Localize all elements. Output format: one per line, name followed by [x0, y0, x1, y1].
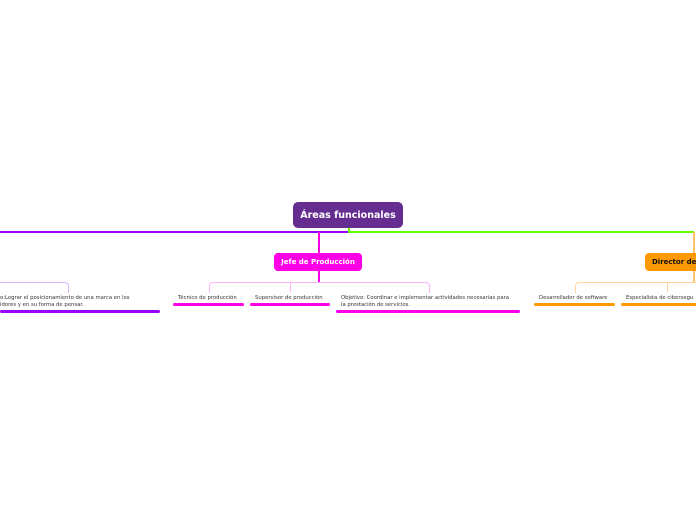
- connector-director: [693, 232, 695, 254]
- leaf-underline: [250, 303, 330, 306]
- leaf-supervisor[interactable]: Supervisor de producción: [255, 295, 323, 301]
- director-bracket-mid: [667, 282, 668, 292]
- connector-jefe-down: [318, 271, 320, 282]
- connector-left: [0, 231, 349, 233]
- connector-root-stub: [348, 228, 350, 232]
- jefe-children-bracket: [209, 282, 430, 293]
- leaf-desarrollador[interactable]: Desarrollador de software: [539, 295, 608, 301]
- jefe-produccion-node[interactable]: Jefe de Producción: [274, 253, 362, 271]
- leaf-text-line: o:Lograr el posicionamiento de una marca…: [0, 295, 130, 301]
- connector-jefe: [318, 232, 320, 253]
- leaf-tecnico[interactable]: Técnico de producción: [178, 295, 237, 301]
- leaf-ciberseguridad[interactable]: Especialista de cibersegu: [626, 295, 694, 301]
- leaf-underline: [173, 303, 244, 306]
- leaf-underline: [621, 303, 696, 306]
- root-node[interactable]: Áreas funcionales: [293, 202, 403, 228]
- director-children-bracket: [575, 282, 696, 293]
- leaf-text-line: idores y en su forma de pensar.: [0, 302, 84, 308]
- leaf-underline: [336, 310, 520, 313]
- jefe-bracket-mid: [290, 282, 291, 292]
- leaf-marketing-objective[interactable]: o:Lograr el posicionamiento de una marca…: [0, 295, 130, 309]
- leaf-text-line: Objetivo: Coordinar e implementar activi…: [341, 295, 509, 301]
- director-node[interactable]: Director de: [645, 253, 696, 271]
- leaf-objetivo-produccion[interactable]: Objetivo: Coordinar e implementar activi…: [341, 295, 509, 309]
- left-children-bracket: [0, 282, 69, 293]
- connector-director-down: [693, 271, 695, 282]
- leaf-underline: [0, 310, 160, 313]
- leaf-text-line: la prestación de servicios.: [341, 302, 411, 308]
- leaf-underline: [534, 303, 615, 306]
- connector-right: [348, 231, 694, 233]
